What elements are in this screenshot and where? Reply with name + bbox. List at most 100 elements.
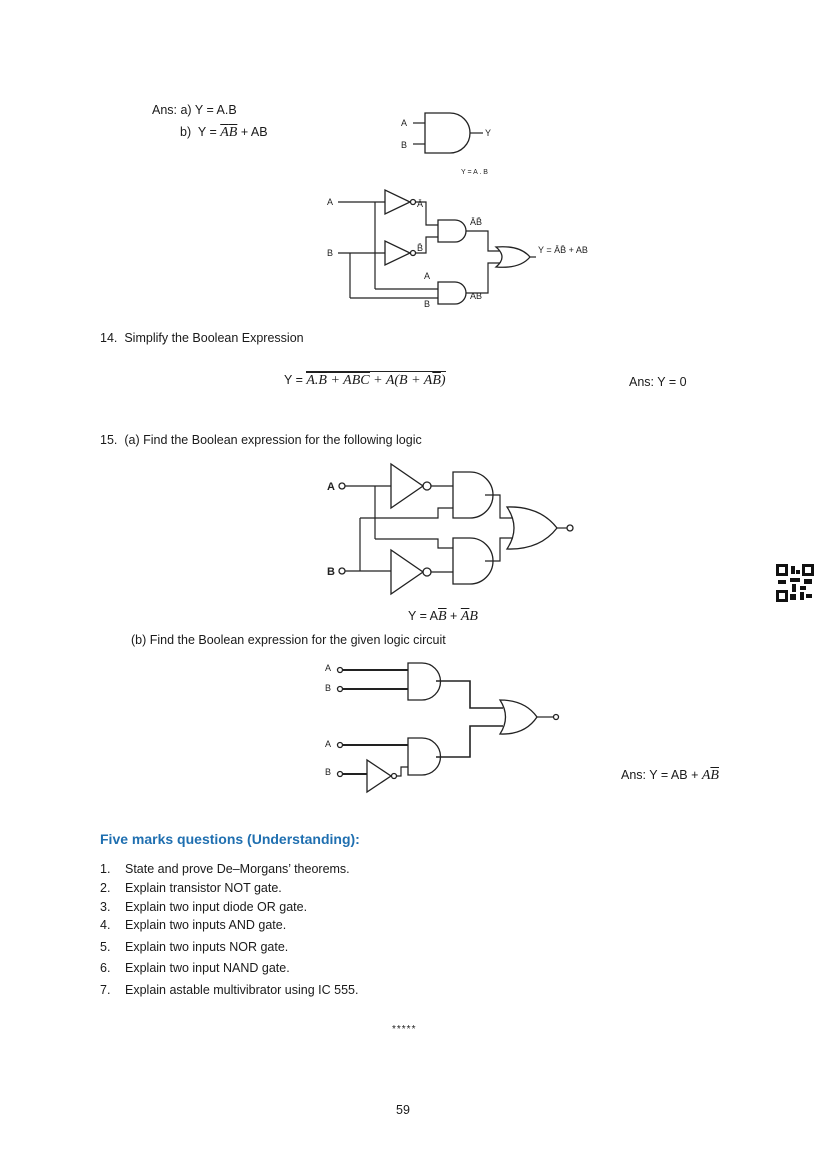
list-text: Explain two input NAND gate. — [125, 961, 290, 975]
input-terminal — [338, 567, 346, 575]
math-a-bar: A — [220, 125, 229, 140]
wire — [485, 494, 513, 519]
and2-output-label: AB — [470, 291, 482, 301]
math-term: Ans: Y = AB + — [621, 768, 702, 782]
list-number: 2. — [100, 881, 111, 895]
inverter-bubble — [409, 198, 417, 206]
and-input-a-label: A — [401, 118, 407, 128]
list-text: State and prove De–Morgans’ theorems. — [125, 862, 350, 876]
input-a-label: A — [327, 481, 335, 493]
q13-answer-b: b) Y = AB + AB — [180, 124, 268, 141]
and-gate-icon — [407, 662, 442, 701]
wire — [436, 725, 503, 758]
list-text: Explain two inputs NOR gate. — [125, 940, 289, 954]
and-gate-icon — [437, 281, 467, 305]
math-b-bar: B — [432, 373, 441, 388]
q13-answer-b-label: b) — [180, 125, 192, 139]
q15a-result: Y = AB + AB — [408, 608, 478, 625]
page-number: 59 — [396, 1103, 410, 1117]
math-term: A. — [306, 373, 319, 388]
and-gate-icon — [452, 537, 494, 585]
not-gate-icon — [390, 462, 425, 510]
list-item: 1. State and prove De–Morgans’ theorems. — [100, 861, 350, 877]
list-text: Explain astable multivibrator using IC 5… — [125, 983, 359, 997]
math-b-bar: B — [438, 609, 447, 624]
q14-text: Simplify the Boolean Expression — [124, 331, 304, 345]
not-b-label: B̄ — [417, 243, 423, 253]
q15-number: 15. — [100, 433, 118, 447]
math-term: B — [469, 609, 478, 624]
input-terminal — [336, 741, 344, 749]
q14-expr-prefix: Y = — [284, 373, 307, 387]
q14-inner-bar: A.B + ABC — [306, 372, 370, 388]
inverter-bubble — [422, 481, 432, 491]
list-number: 1. — [100, 862, 111, 876]
list-text: Explain two input diode OR gate. — [125, 900, 308, 914]
math-term: + — [446, 609, 461, 623]
and-gate-icon — [452, 471, 494, 519]
and-caption: Y = A . B — [461, 169, 488, 176]
q13-answer-b-rest: + AB — [237, 125, 268, 139]
input-a-label: A — [325, 663, 331, 673]
inverter-bubble — [390, 772, 398, 780]
math-term: + ABC — [326, 373, 370, 388]
five-marks-heading: Five marks questions (Understanding): — [100, 831, 360, 847]
q15b-answer: Ans: Y = AB + AB — [621, 767, 719, 784]
inverter-bubble — [422, 567, 432, 577]
q14-answer: Ans: Y = 0 — [629, 375, 687, 389]
wire — [466, 230, 500, 252]
and-gate-icon — [437, 219, 467, 243]
and-gate-diagram: A B Y Y = A . B — [401, 112, 491, 176]
math-term: Y = A — [408, 609, 439, 623]
list-number: 3. — [100, 900, 111, 914]
math-b-bar: B — [318, 373, 327, 388]
or-gate-icon — [498, 699, 538, 735]
output-terminal — [566, 524, 574, 532]
wire — [375, 538, 453, 549]
wire — [360, 507, 453, 519]
not-gate-icon — [390, 548, 425, 596]
math-term: + A(B + A — [369, 373, 433, 388]
not-gate-icon — [366, 758, 393, 794]
or-gate-icon — [494, 246, 531, 268]
not-a-label: Ā — [417, 199, 423, 209]
and-input-b-label: B — [401, 140, 407, 150]
wire — [416, 236, 438, 254]
list-item: 7.Explain astable multivibrator using IC… — [100, 982, 358, 998]
q13-answer-a-label: Ans: a) — [152, 103, 192, 117]
and-or-logic-diagram: A B A B — [325, 662, 560, 794]
list-item: 5.Explain two inputs NOR gate. — [100, 939, 288, 955]
q14-overlined-expr: A.B + ABC + A(B + AB) — [306, 371, 446, 388]
input-b-label: B — [327, 566, 335, 578]
math-b-bar: B — [228, 125, 238, 140]
q15-part-a-text: (a) Find the Boolean expression for the … — [124, 433, 422, 447]
math-a-bar: A — [460, 609, 470, 624]
input-b-label: B — [327, 248, 333, 258]
list-text: Explain two inputs AND gate. — [125, 918, 287, 932]
and2-input-b-label: B — [424, 299, 430, 309]
and-output-label: Y — [485, 128, 491, 138]
and-gate-icon — [424, 112, 471, 154]
input-b-label: B — [325, 683, 331, 693]
wire — [485, 537, 513, 562]
wire — [397, 766, 408, 777]
qr-code-icon — [776, 564, 814, 602]
math-term: A — [701, 768, 711, 783]
list-item: 3. Explain two input diode OR gate. — [100, 899, 307, 915]
q15-part-b-prompt: (b) Find the Boolean expression for the … — [131, 633, 446, 647]
and-gate-icon — [407, 737, 442, 776]
q14-prompt: 14. Simplify the Boolean Expression — [100, 330, 304, 346]
or-gate-icon — [505, 506, 558, 550]
xnor-output-expr: Y = ĀB̄ + AB — [538, 245, 588, 255]
q15-prompt: 15. (a) Find the Boolean expression for … — [100, 432, 422, 448]
and2-input-a-label: A — [424, 271, 430, 281]
q14-expression: Y = A.B + ABC + A(B + AB) — [284, 371, 446, 389]
list-item: 2.Explain transistor NOT gate. — [100, 880, 282, 896]
list-number: 6. — [100, 961, 111, 975]
wire — [466, 262, 500, 294]
not-gate-icon — [384, 188, 412, 216]
math-b-bar: B — [710, 768, 719, 783]
input-terminal — [336, 685, 344, 693]
input-terminal — [336, 770, 344, 778]
wire — [416, 201, 438, 226]
